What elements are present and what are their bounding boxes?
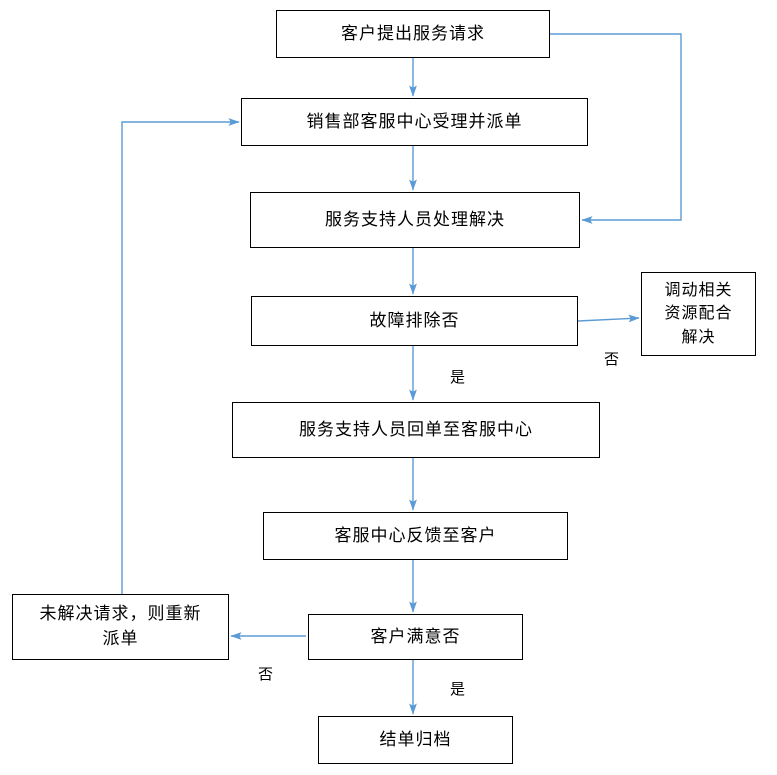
node-mobilize-resources[interactable]: 调动相关 资源配合 解决 — [641, 272, 756, 356]
edge-label-satisfied-no: 否 — [258, 666, 275, 683]
edge-label-satisfied-yes: 是 — [450, 681, 467, 698]
node-sales-service-dispatch[interactable]: 销售部客服中心受理并派单 — [241, 98, 588, 146]
node-fault-cleared-decision[interactable]: 故障排除否 — [251, 296, 578, 346]
node-support-report-back[interactable]: 服务支持人员回单至客服中心 — [232, 402, 600, 458]
node-unresolved-redispatch[interactable]: 未解决请求，则重新 派单 — [12, 594, 229, 660]
edge-label-fault-no: 否 — [604, 351, 621, 368]
connector-request-to-support — [550, 33, 682, 224]
node-customer-request[interactable]: 客户提出服务请求 — [276, 10, 550, 58]
node-center-feedback-customer[interactable]: 客服中心反馈至客户 — [263, 512, 568, 560]
connector-fault-check-to-mobilize — [577, 314, 640, 323]
edge-label-fault-yes: 是 — [450, 369, 467, 386]
connector-unresolved-to-dispatch — [121, 118, 240, 594]
node-support-staff-resolve[interactable]: 服务支持人员处理解决 — [250, 192, 580, 248]
node-close-and-archive[interactable]: 结单归档 — [318, 716, 513, 764]
node-customer-satisfied-decision[interactable]: 客户满意否 — [308, 614, 523, 660]
